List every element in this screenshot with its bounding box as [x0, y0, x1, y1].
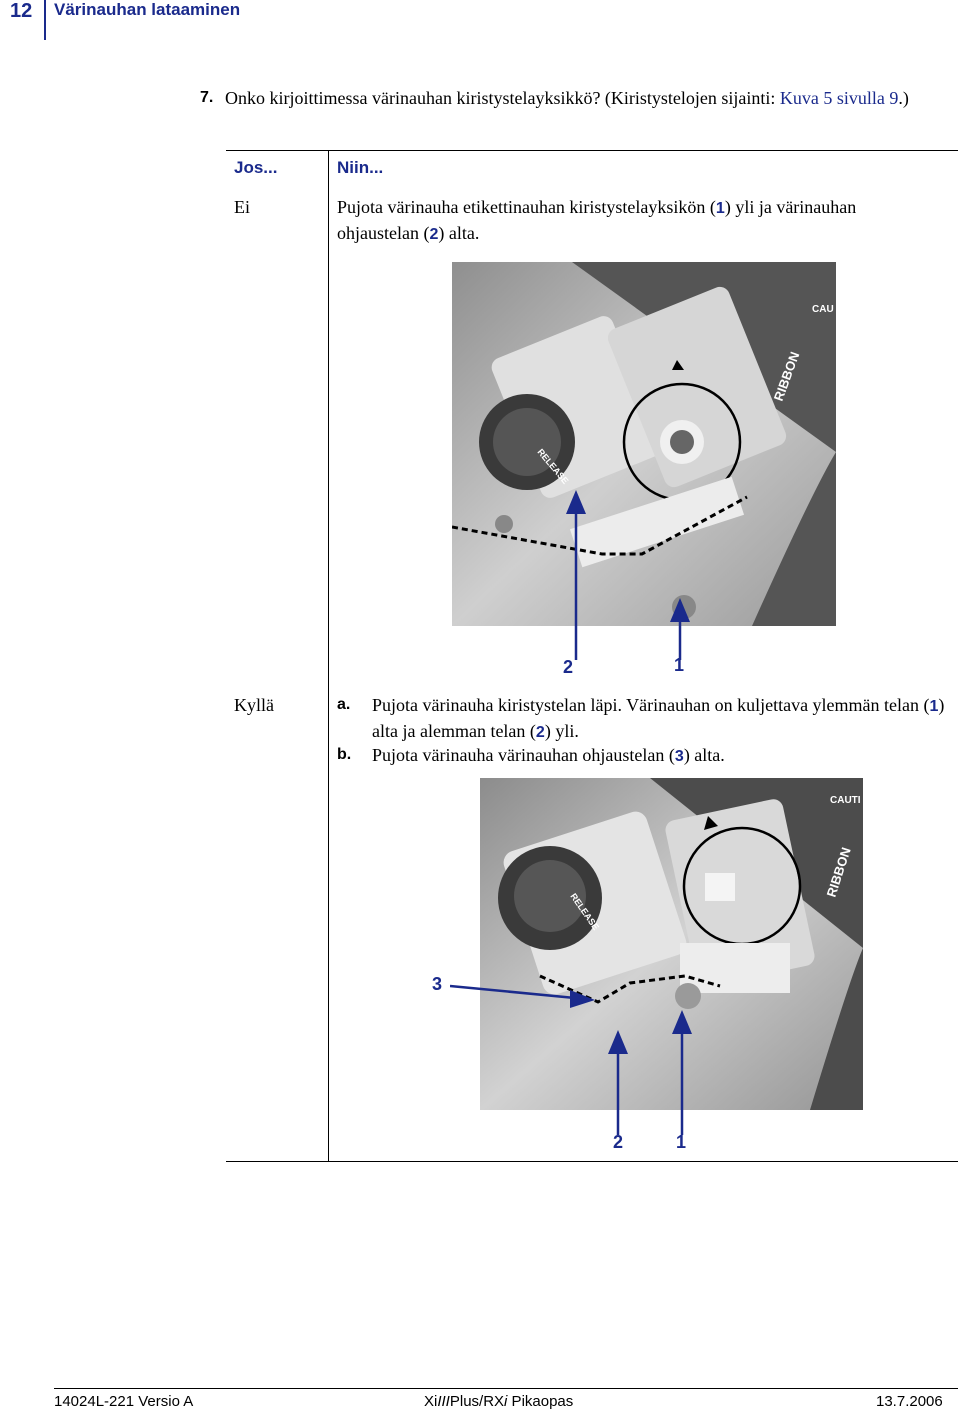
row2-a-text3: ) yli.: [544, 721, 579, 741]
row2-a-text1: Pujota värinauha kiristystelan läpi. Vär…: [372, 695, 930, 715]
row1-instruction: Pujota värinauha etikettinauhan kiristys…: [337, 195, 937, 247]
row2-a-ref-2: 2: [535, 724, 545, 741]
step-text-end: .): [898, 88, 909, 108]
footer-rule: [54, 1388, 958, 1389]
row2-step-a: a. Pujota värinauha kiristystelan läpi. …: [337, 693, 947, 745]
ribbon-path-line: [452, 495, 748, 556]
callout-arrows-2: [450, 984, 692, 1135]
table-head-if: Jos...: [234, 158, 278, 177]
row1-text-a: Pujota värinauha etikettinauhan kiristys…: [337, 197, 716, 217]
row2-condition: Kyllä: [234, 695, 274, 715]
footer-title-part3: Plus/RX: [449, 1393, 505, 1410]
page-title: Värinauhan lataaminen: [54, 0, 241, 19]
footer-title-part1: Xi: [424, 1393, 438, 1410]
step-number: 7.: [200, 89, 214, 106]
step-text: Onko kirjoittimessa värinauhan kiristyst…: [225, 86, 935, 110]
row2-a-label: a.: [337, 696, 351, 713]
row2-step-b: b. Pujota värinauha värinauhan ohjaustel…: [337, 743, 947, 769]
row1-ref-2: 2: [429, 226, 439, 243]
header-divider: [44, 0, 46, 40]
callout-2-photo2: 2: [613, 1132, 624, 1152]
table-head-then: Niin...: [337, 158, 384, 177]
footer-guide-title: XiIIIPlus/RXi Pikaopas: [424, 1393, 573, 1410]
callout-arrows-1: [566, 490, 690, 660]
table-column-rule: [328, 150, 329, 1162]
table-bottom-rule: [226, 1161, 958, 1162]
callout-1-photo1: 1: [674, 655, 685, 675]
callout-1-photo2: 1: [676, 1132, 687, 1152]
row1-text-b: ) yli ja värinauhan ohjaustelan (: [337, 197, 857, 243]
row1-condition: Ei: [234, 197, 250, 217]
photo2-caution-label: CAUTI: [830, 795, 861, 806]
footer-title-part5: Pikaopas: [507, 1393, 574, 1410]
page-number: 12: [10, 0, 33, 22]
row2-b-text1: Pujota värinauha värinauhan ohjaustelan …: [372, 745, 675, 765]
row2-b-label: b.: [337, 746, 352, 763]
row2-b-text2: ) alta.: [683, 745, 725, 765]
row2-b-ref-3: 3: [674, 748, 684, 765]
row2-a-text2: ) alta ja alemman telan (: [372, 695, 945, 741]
footer-doc-id: 14024L-221 Versio A: [54, 1393, 194, 1410]
photo1-caution-label: CAU: [812, 304, 834, 315]
figure-link[interactable]: Kuva 5 sivulla 9: [779, 88, 899, 108]
step-question: Onko kirjoittimessa värinauhan kiristyst…: [225, 88, 780, 108]
footer-title-part2: III: [437, 1393, 450, 1410]
row2-a-ref-1: 1: [929, 698, 939, 715]
row1-text-c: ) alta.: [438, 223, 480, 243]
footer-date: 13.7.2006: [876, 1393, 943, 1410]
printer-photo-2: RIBBON CAUTI RELEASE: [480, 778, 863, 1110]
table-top-rule: [226, 150, 958, 151]
row1-ref-1: 1: [715, 200, 725, 217]
ribbon-path-line-2: [539, 974, 721, 1004]
footer-title-part4: i: [504, 1393, 508, 1410]
callout-2-photo1: 2: [563, 657, 574, 677]
callout-3-photo2: 3: [432, 974, 443, 994]
roller-upper: [675, 983, 701, 1009]
printer-photo-1: RIBBON CAU RELEASE: [452, 262, 836, 626]
